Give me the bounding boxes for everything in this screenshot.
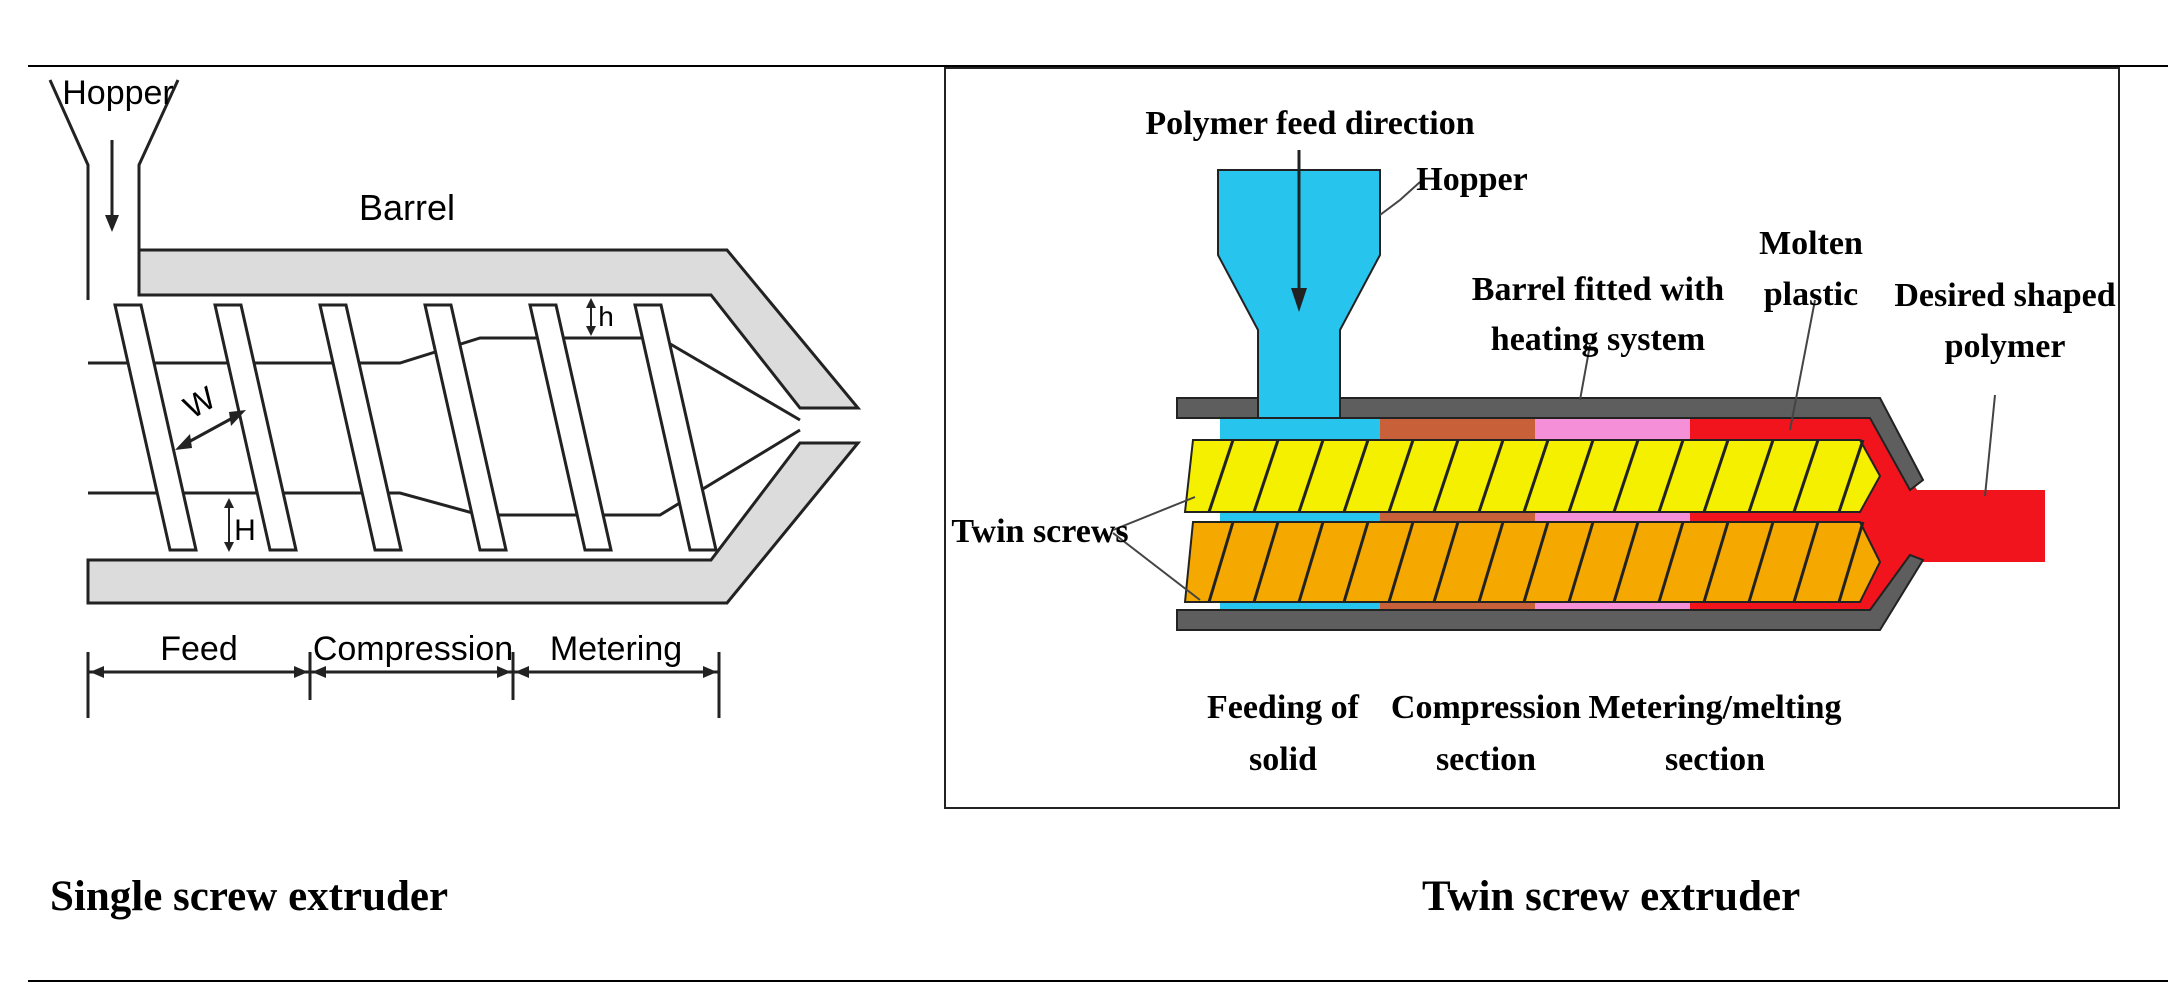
twin-barrel	[1176, 397, 1925, 631]
screw-flight-line	[1432, 439, 1460, 513]
single-section-dimensions	[86, 652, 721, 718]
screw-flight-line	[1522, 521, 1550, 603]
screw-flight	[318, 303, 403, 552]
compression-section-label: Compression	[313, 630, 513, 668]
screw-flight-line	[1792, 521, 1820, 603]
screw-flight-line	[1792, 439, 1820, 513]
screw-flight	[423, 303, 508, 552]
metering-label-line1: Metering/melting	[1588, 689, 1841, 726]
screw-flight-line	[1702, 439, 1730, 513]
screw-flight-line	[1837, 439, 1865, 513]
single-screw-diagram: Hopper Barrel W h H Feed Compression Met…	[48, 74, 862, 718]
screw-flight-line	[1567, 521, 1595, 603]
screw-flight-line	[1612, 439, 1640, 513]
feeding-label-line1: Feeding of	[1207, 689, 1360, 726]
feed-direction-label: Polymer feed direction	[1145, 105, 1474, 142]
twin-leader-lines	[1112, 181, 1996, 601]
top-rule	[28, 65, 2168, 67]
compression-label-line1: Compression	[1391, 689, 1581, 726]
screw-flight-line	[1702, 521, 1730, 603]
barrel-label-line1: Barrel fitted with	[1472, 271, 1725, 308]
screw-flight-line	[1747, 439, 1775, 513]
bottom-rule	[28, 980, 2168, 982]
screw-flight-line	[1387, 439, 1415, 513]
screw-flight-line	[1207, 439, 1235, 513]
single-feed-arrow	[105, 140, 119, 232]
extrudate	[1910, 490, 2045, 562]
twin-screws-label: Twin screws	[951, 513, 1128, 550]
feed-section-label: Feed	[160, 630, 238, 668]
screw-flight	[213, 303, 298, 552]
molten-label-line2: plastic	[1764, 276, 1858, 313]
h-large-label: H	[234, 514, 256, 547]
feeding-label-line2: solid	[1249, 741, 1317, 778]
barrel-label: Barrel	[359, 187, 455, 228]
screw-flight-line	[1477, 439, 1505, 513]
screw-flight-line	[1432, 521, 1460, 603]
screw-flight-line	[1297, 521, 1325, 603]
single-hopper	[48, 79, 180, 300]
screw-flight-line	[1522, 439, 1550, 513]
screw-flight-line	[1612, 521, 1640, 603]
twin-hopper-label: Hopper	[1416, 161, 1527, 198]
screw-flight-line	[1252, 439, 1280, 513]
h-small-label: h	[598, 301, 614, 332]
twin-screw-caption: Twin screw extruder	[1422, 873, 1801, 920]
twin-screw-pair	[1183, 439, 1882, 603]
screw-flight-line	[1837, 521, 1865, 603]
screw-flight	[113, 303, 198, 552]
screw-body	[1183, 521, 1882, 603]
compression-label-line2: section	[1436, 741, 1536, 778]
single-screw-caption: Single screw extruder	[50, 873, 449, 920]
hopper-label: Hopper	[62, 74, 174, 112]
screw-flight-line	[1657, 439, 1685, 513]
screw-flight-line	[1297, 439, 1325, 513]
single-w-arrow	[175, 410, 246, 450]
single-screw-flights	[113, 303, 718, 552]
screw-flight-line	[1252, 521, 1280, 603]
single-h-small-arrow	[586, 298, 596, 336]
desired-label-line1: Desired shaped	[1894, 277, 2115, 314]
screw-flight-line	[1477, 521, 1505, 603]
desired-label-line2: polymer	[1945, 328, 2066, 365]
single-barrel	[86, 248, 862, 605]
screw-flight-line	[1747, 521, 1775, 603]
molten-label-line1: Molten	[1759, 225, 1863, 262]
screw-flight-line	[1567, 439, 1595, 513]
single-h-large-arrow	[224, 498, 234, 552]
screw-flight	[633, 303, 718, 552]
screw-flight-line	[1342, 439, 1370, 513]
screw-flight-line	[1387, 521, 1415, 603]
twin-feed-arrow	[1291, 150, 1307, 312]
twin-screw-diagram: Polymer feed direction Hopper Barrel fit…	[944, 67, 2120, 809]
screw-flight	[528, 303, 613, 552]
screw-flight-line	[1207, 521, 1235, 603]
screw-body	[1183, 439, 1882, 513]
screw-flight-line	[1657, 521, 1685, 603]
metering-section-label: Metering	[550, 630, 682, 668]
screw-flight-line	[1342, 521, 1370, 603]
metering-label-line2: section	[1665, 741, 1765, 778]
barrel-label-line2: heating system	[1491, 321, 1705, 358]
